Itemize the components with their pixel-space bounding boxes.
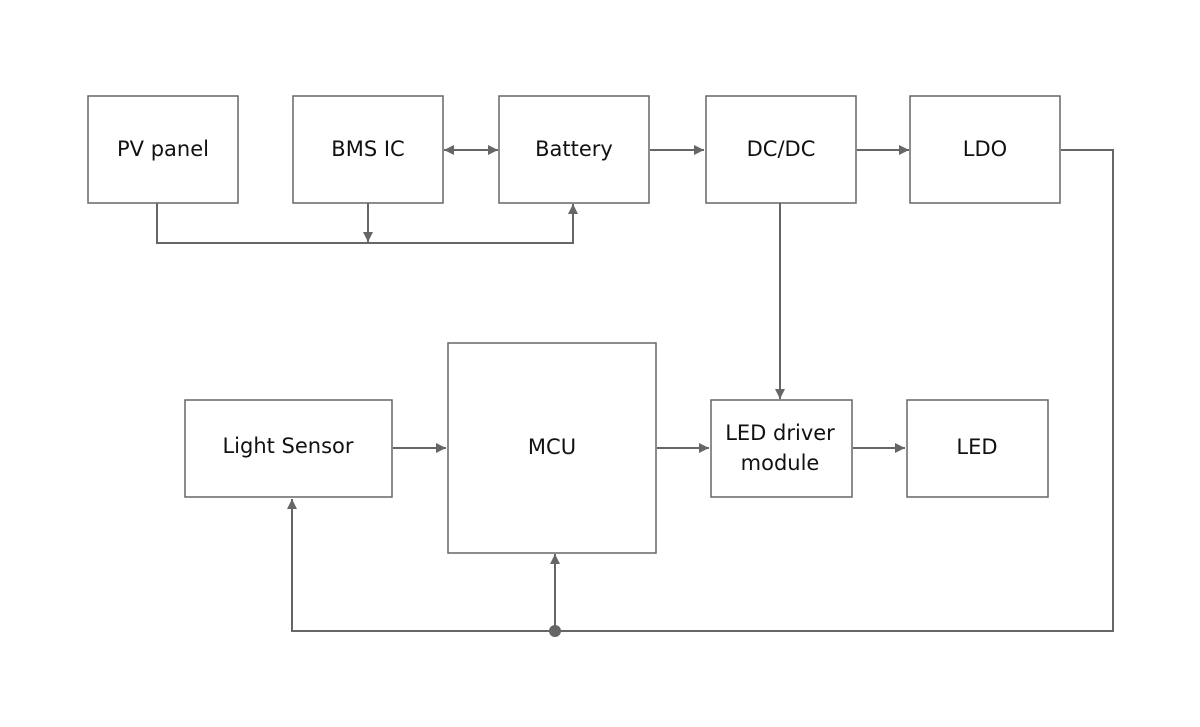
supply-junction-dot bbox=[549, 625, 561, 637]
block-label-led: LED bbox=[956, 435, 997, 459]
block-led-driver-module: LED driver module bbox=[710, 399, 853, 498]
block-label-light-sensor: Light Sensor bbox=[222, 434, 353, 458]
block-label-ldo: LDO bbox=[963, 137, 1007, 161]
block-pv-panel: PV panel bbox=[87, 95, 239, 204]
block-label-led-driver-line-1: LED driver bbox=[725, 421, 835, 445]
block-ldo: LDO bbox=[909, 95, 1061, 204]
block-mcu: MCU bbox=[447, 342, 657, 554]
block-dcdc: DC/DC bbox=[705, 95, 857, 204]
block-label-mcu: MCU bbox=[528, 435, 576, 459]
block-label-dcdc: DC/DC bbox=[747, 137, 816, 161]
block-label-battery: Battery bbox=[535, 137, 613, 161]
block-label-bms-ic: BMS IC bbox=[331, 137, 404, 161]
block-bms-ic: BMS IC bbox=[292, 95, 444, 204]
wire-pv-to-battery bbox=[156, 203, 578, 244]
block-label-pv-panel: PV panel bbox=[117, 137, 209, 161]
wire-ldo-supply-bus bbox=[287, 149, 1114, 632]
block-led: LED bbox=[906, 399, 1049, 498]
connections bbox=[156, 145, 1114, 637]
block-light-sensor: Light Sensor bbox=[184, 399, 393, 498]
block-label-led-driver-line-2: module bbox=[741, 451, 820, 475]
block-battery: Battery bbox=[498, 95, 650, 204]
